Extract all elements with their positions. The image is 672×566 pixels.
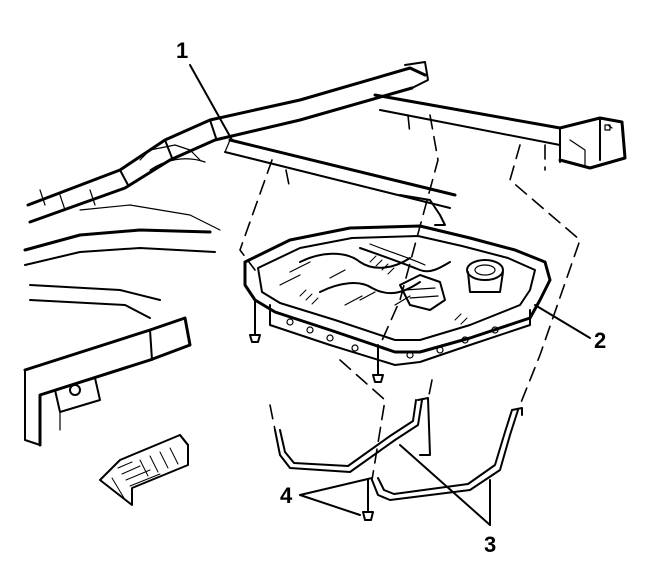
callout-2: 2: [594, 328, 606, 353]
tank-flange-bolt-holes: [286, 318, 499, 359]
fuel-tank-straps: [274, 397, 523, 501]
callout-1: 1: [176, 38, 188, 63]
fuel-tank: [243, 224, 552, 366]
callout-leader-lines: [189, 64, 591, 526]
callout-3: 3: [484, 532, 496, 557]
callout-labels: 1 2 3 4: [176, 38, 606, 557]
alignment-dashed-lines: [239, 114, 581, 481]
vehicle-frame: [23, 61, 627, 447]
front-direction-arrow-icon: [99, 434, 189, 506]
mounting-bolts: [249, 299, 384, 521]
callout-4: 4: [280, 483, 293, 508]
